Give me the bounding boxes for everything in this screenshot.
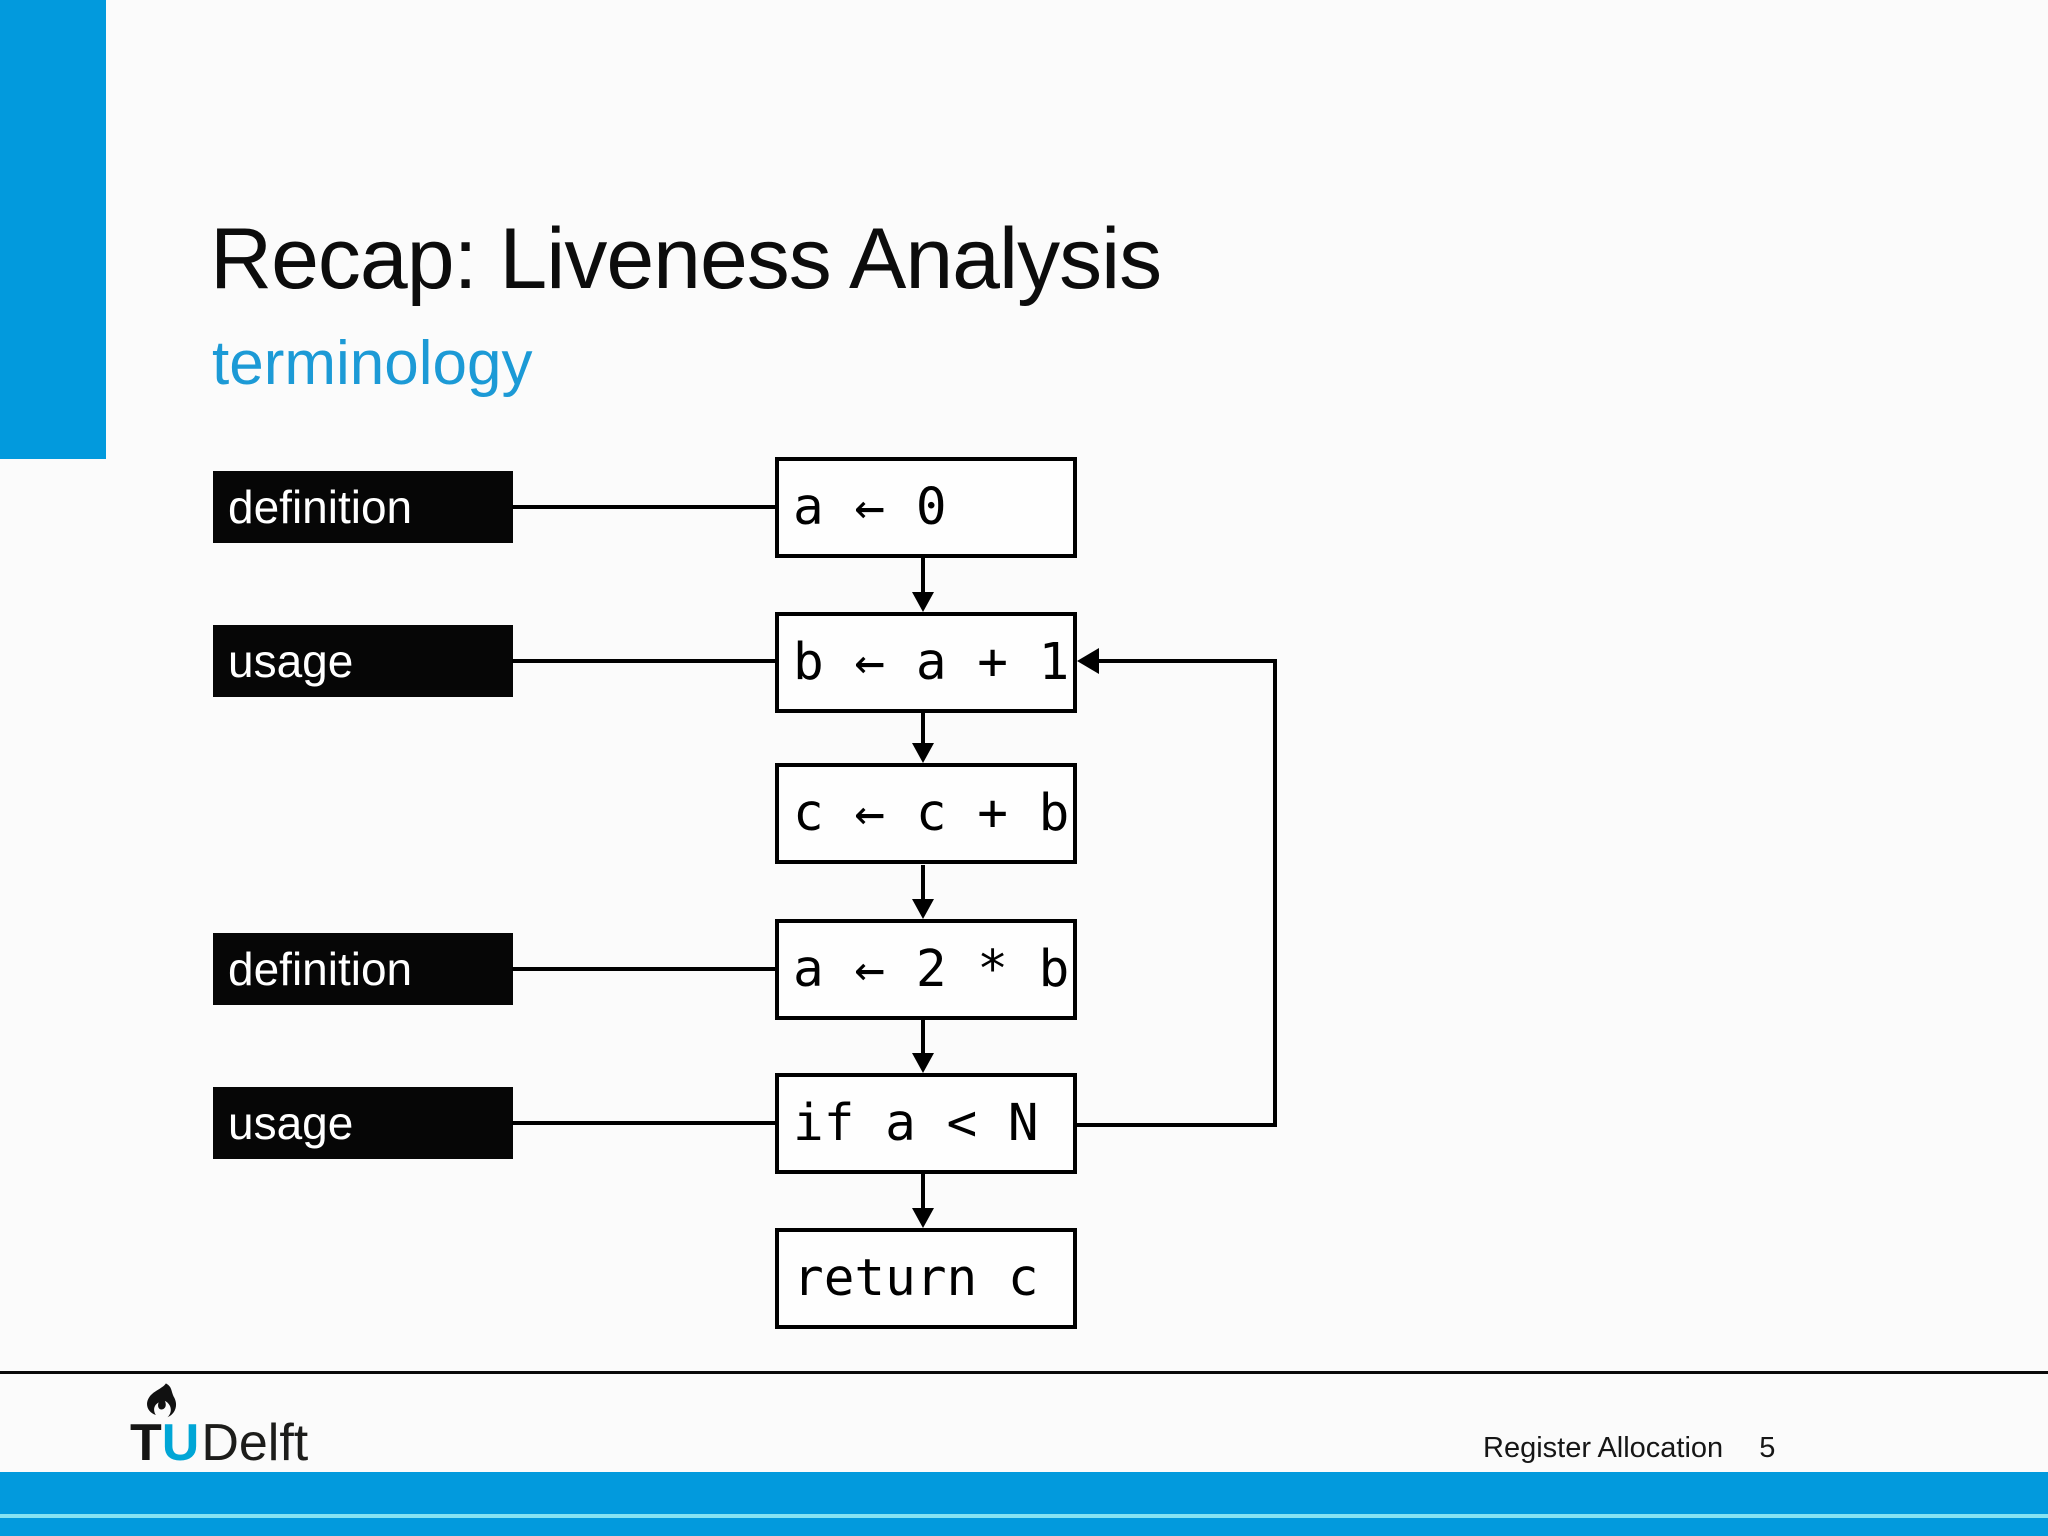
bottom-accent-light-line xyxy=(0,1514,2048,1518)
term-label-definition-1: definition xyxy=(213,471,513,543)
flow-node-6: return c xyxy=(775,1228,1077,1329)
flow-node-3: c ← c + b xyxy=(775,763,1077,864)
flow-arrow-3 xyxy=(912,865,934,919)
footer-course-label: Register Allocation xyxy=(1483,1432,1724,1464)
footer-page-number: 5 xyxy=(1759,1432,1776,1464)
logo-letter-t: T xyxy=(130,1414,162,1472)
loop-edge-bottom xyxy=(1075,1123,1277,1127)
flow-arrow-5 xyxy=(912,1173,934,1228)
connector-line-3 xyxy=(512,967,775,971)
page-title: Recap: Liveness Analysis xyxy=(210,210,1162,307)
connector-line-1 xyxy=(512,505,775,509)
flow-arrow-2 xyxy=(912,712,934,763)
flow-node-5: if a < N xyxy=(775,1073,1077,1174)
connector-line-2 xyxy=(512,659,775,663)
flow-node-4: a ← 2 * b xyxy=(775,919,1077,1020)
footer-divider xyxy=(0,1371,2048,1374)
term-label-usage-2: usage xyxy=(213,1087,513,1159)
flow-arrow-1 xyxy=(912,558,934,612)
tudelft-flame-icon xyxy=(147,1383,177,1418)
logo-word-delft: Delft xyxy=(201,1414,309,1472)
footer-text: Register Allocation 5 xyxy=(1483,1432,1775,1464)
flow-arrow-4 xyxy=(912,1020,934,1073)
connector-line-4 xyxy=(512,1121,775,1125)
flow-node-1: a ← 0 xyxy=(775,457,1077,558)
logo-letter-u: U xyxy=(161,1414,200,1472)
flow-node-2: b ← a + 1 xyxy=(775,612,1077,713)
left-accent-bar xyxy=(0,0,106,459)
tudelft-logo-text: TUDelft xyxy=(130,1417,308,1469)
page-subtitle: terminology xyxy=(212,329,533,399)
loop-edge-top xyxy=(1094,659,1277,663)
bottom-accent-bar xyxy=(0,1472,2048,1536)
loop-arrowhead-icon xyxy=(1077,648,1099,674)
term-label-definition-2: definition xyxy=(213,933,513,1005)
tudelft-logo: TUDelft xyxy=(130,1383,330,1469)
term-label-usage-1: usage xyxy=(213,625,513,697)
loop-edge-vertical xyxy=(1273,659,1277,1127)
